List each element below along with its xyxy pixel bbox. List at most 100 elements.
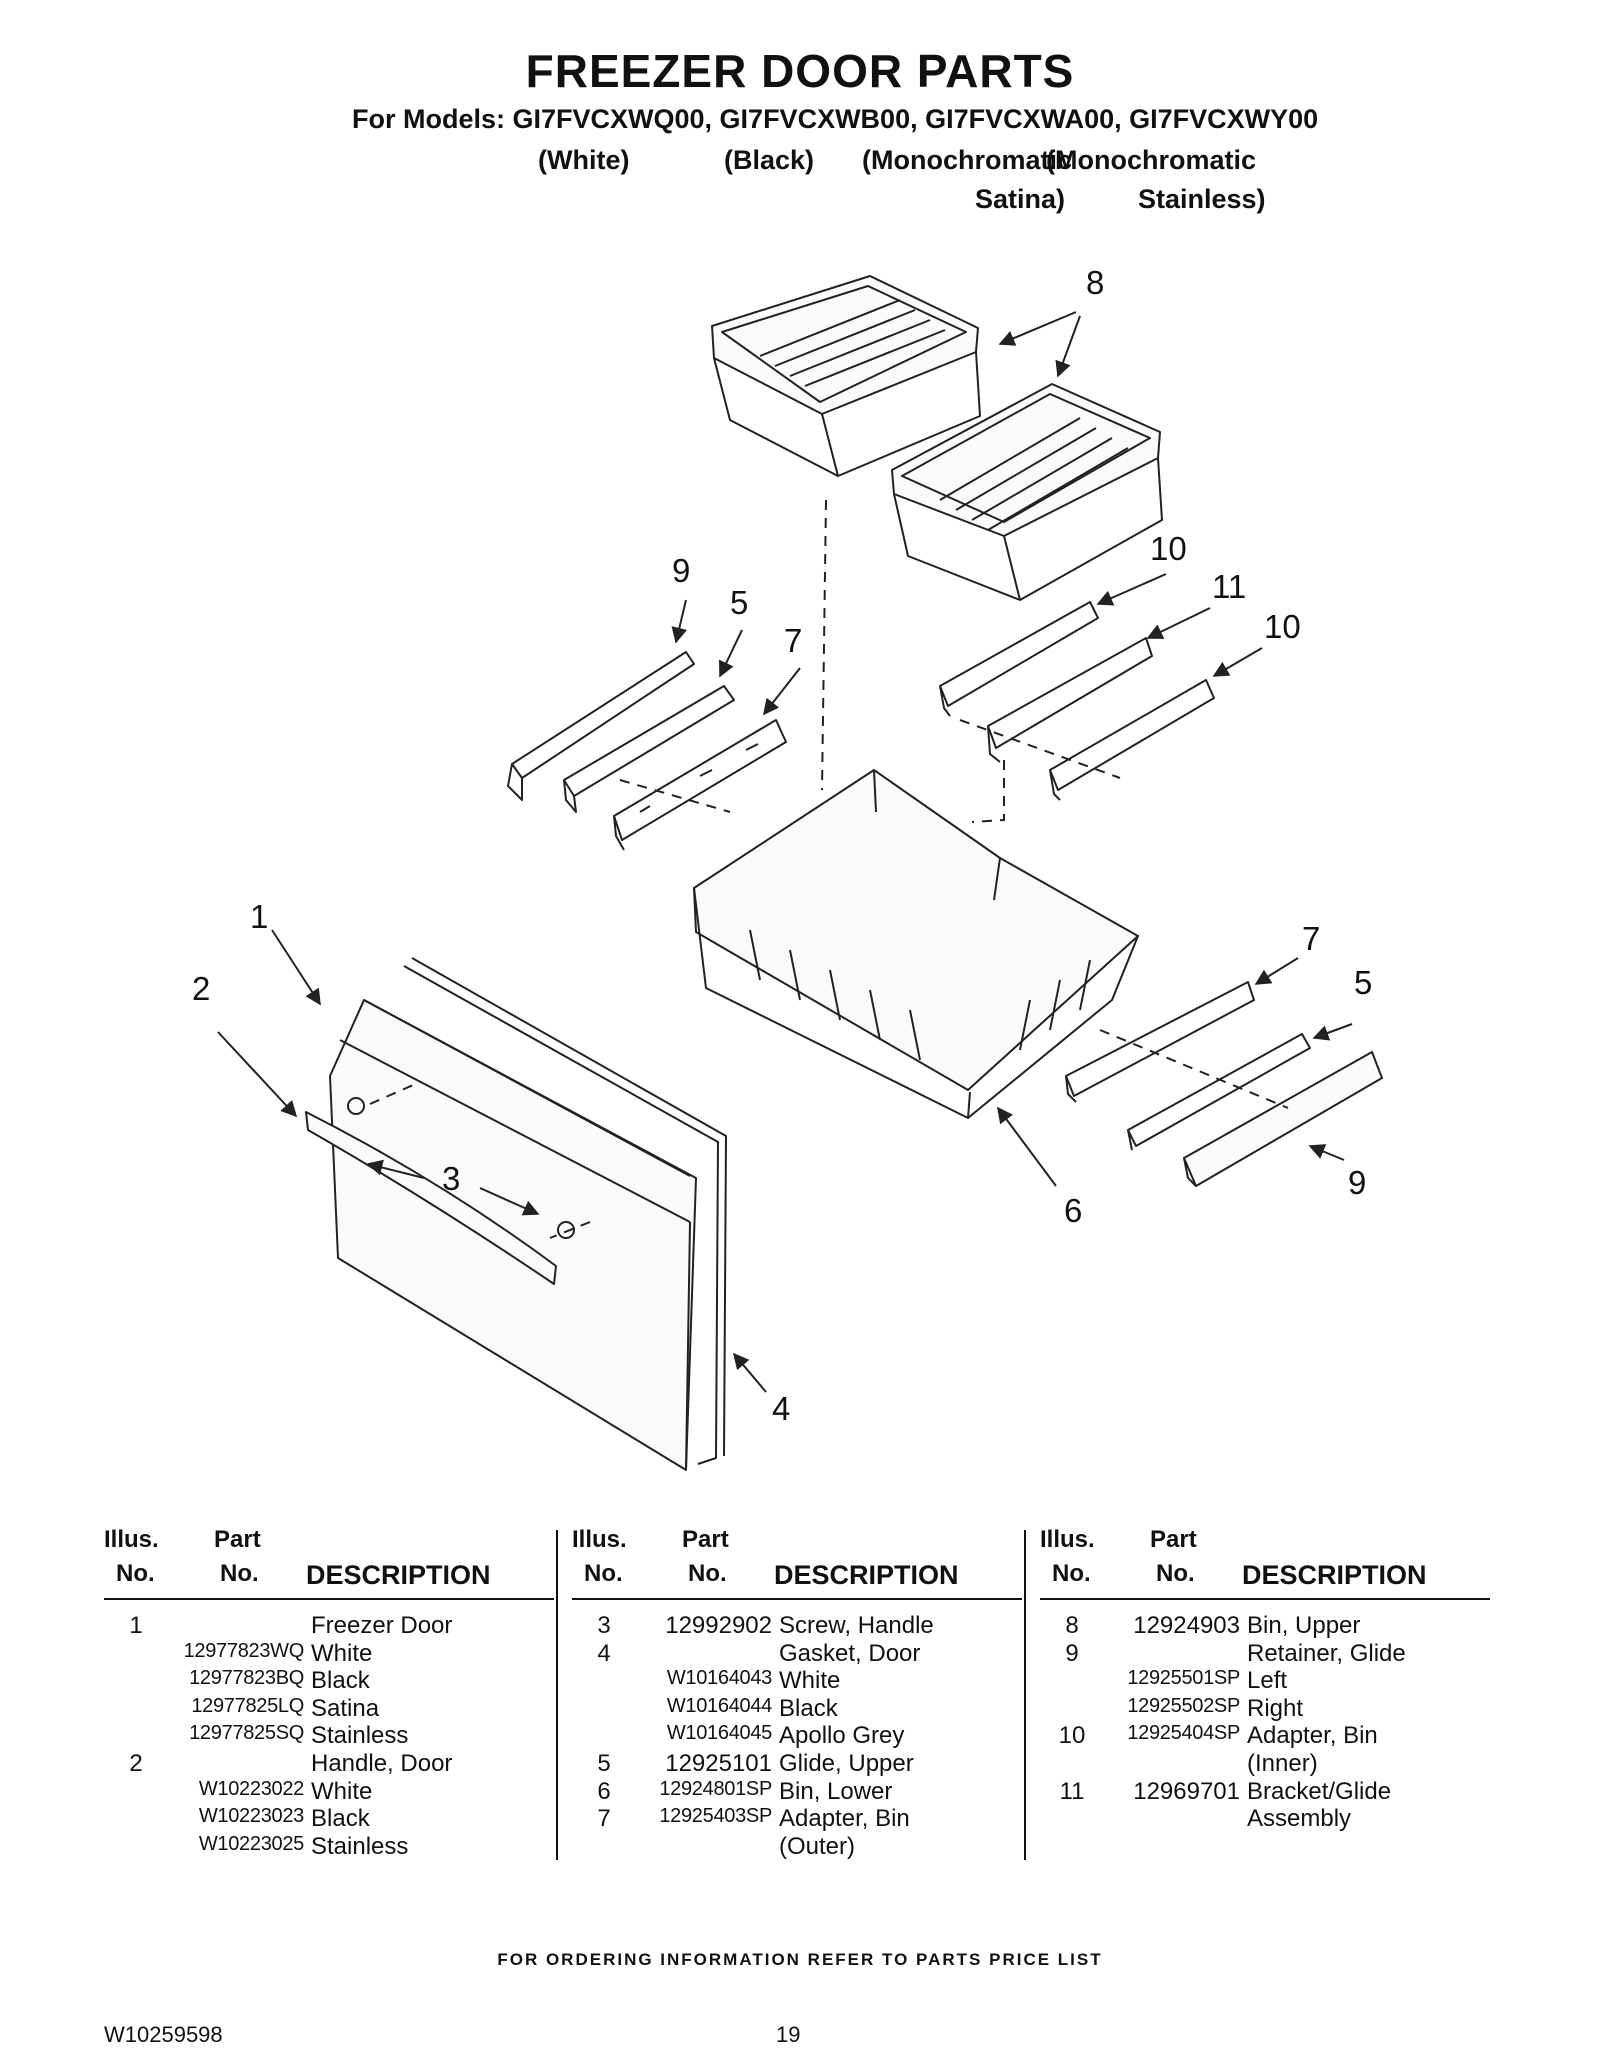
header-illus-1: Illus. [1040,1526,1095,1553]
adapter-inner-upper-1 [939,601,1099,717]
page-title: FREEZER DOOR PARTS [525,45,1075,97]
description-cell: Bin, Upper [1247,1612,1361,1639]
part-number-cell: 12925404SP [1127,1722,1240,1745]
table-row: (Outer) [572,1833,1022,1861]
part-number-cell: 12925502SP [1127,1694,1240,1717]
part-number-cell: 12969701 [1133,1777,1240,1805]
door-gasket [403,957,727,1465]
description-cell: Assembly [1247,1805,1352,1833]
header-description: DESCRIPTION [306,1560,491,1590]
description-cell: Right [1247,1694,1304,1722]
callout-10-lower: 10 [1264,608,1301,645]
description-cell: Screw, Handle [779,1612,934,1639]
illus-cell: 7 [597,1805,611,1833]
description-cell: White [779,1667,841,1695]
variant-mono-stainless-a: (Monochromatic [1046,145,1257,175]
part-number-cell: 12977825SQ [189,1722,304,1745]
ordering-note: FOR ORDERING INFORMATION REFER TO PARTS … [497,1950,1103,1969]
part-number-cell: 12925501SP [1127,1667,1240,1690]
illus-cell: 5 [597,1749,611,1777]
header-part-1: Part [214,1526,261,1553]
description-cell: Handle, Door [311,1749,453,1777]
header-part-2: No. [688,1560,727,1587]
header-description: DESCRIPTION [774,1560,959,1590]
header-part-1: Part [1150,1526,1197,1553]
description-cell: White [311,1639,373,1667]
glide-upper-left [563,685,735,813]
part-number-cell: 12925101 [665,1749,772,1777]
part-number-cell: 12925403SP [659,1805,772,1828]
table-row: 2 Handle, Door [104,1750,554,1778]
description-cell: Stainless [311,1722,409,1750]
table-row: 10 12925404SP Adapter, Bin [1040,1722,1490,1750]
callout-10-upper: 10 [1150,530,1187,567]
description-cell: Black [311,1667,370,1695]
header-part-2: No. [1156,1560,1195,1587]
part-number-cell: W10164045 [666,1722,772,1745]
illus-cell: 6 [597,1777,611,1805]
description-cell: Glide, Upper [779,1749,914,1777]
description-cell: White [311,1777,373,1805]
adapter-inner-upper-2 [1049,679,1215,801]
page-number: 19 [776,2022,801,2047]
callout-6: 6 [1064,1192,1082,1229]
table-row: 12977825SQ Stainless [104,1722,554,1750]
column-divider [1024,1530,1026,1860]
description-cell: Apollo Grey [779,1722,905,1750]
description-cell: (Outer) [779,1832,856,1860]
header-part-2: No. [220,1560,259,1587]
part-number-cell: 12924903 [1133,1612,1240,1639]
header-illus-1: Illus. [572,1526,627,1553]
table-header: Illus. No. Part No. DESCRIPTION [104,1524,554,1600]
part-number-cell: W10223025 [198,1832,304,1855]
header-illus-2: No. [116,1560,155,1587]
header-illus-1: Illus. [104,1526,159,1553]
callout-11: 11 [1212,568,1246,605]
variant-mono-satina-b: Satina) [975,184,1066,214]
illus-cell: 10 [1058,1722,1086,1750]
part-number-cell: 12977823WQ [183,1639,305,1662]
part-number-cell: 12924801SP [659,1777,772,1800]
illus-cell: 2 [129,1749,143,1777]
document-number: W10259598 [104,2022,223,2047]
callout-5-lower: 5 [1354,964,1372,1001]
header-description: DESCRIPTION [1242,1560,1427,1590]
part-number-cell: W10223023 [198,1805,304,1828]
table-row: 12925502SP Right [1040,1695,1490,1723]
callout-9-upper: 9 [672,552,690,589]
upper-bin-left [711,275,981,477]
variant-mono-stainless-b: Stainless) [1138,184,1266,214]
lower-bin [693,769,1139,1119]
callout-8: 8 [1086,264,1104,301]
illus-cell: 3 [597,1612,611,1639]
description-cell: Black [779,1694,838,1722]
description-cell: (Inner) [1247,1749,1318,1777]
callout-7-upper: 7 [784,622,802,659]
upper-bin-right [891,383,1163,601]
part-number-cell: 12977825LQ [191,1694,304,1717]
adapter-outer-lower-right [1065,981,1255,1103]
illus-cell: 8 [1065,1612,1079,1639]
variant-white: (White) [538,145,630,175]
description-cell: Bracket/Glide [1247,1777,1392,1805]
description-cell: Adapter, Bin [1247,1722,1378,1750]
description-cell: Adapter, Bin [779,1805,910,1833]
description-cell: Gasket, Door [779,1639,921,1667]
table-row: W10223023 Black [104,1805,554,1833]
header-part-1: Part [682,1526,729,1553]
description-cell: Black [311,1805,370,1833]
callout-5-upper: 5 [730,584,748,621]
table-header: Illus. No. Part No. DESCRIPTION [1040,1524,1490,1600]
table-header: Illus. No. Part No. DESCRIPTION [572,1524,1022,1600]
